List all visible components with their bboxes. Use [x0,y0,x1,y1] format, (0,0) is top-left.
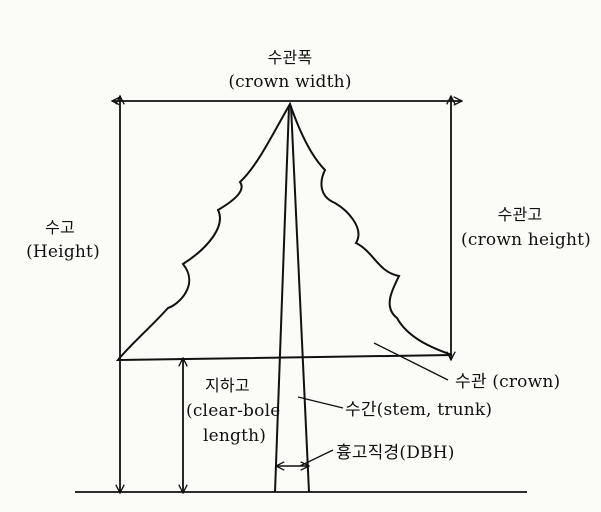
clear-bole-label-en-2: length) [203,426,267,446]
stem-label: 수간(stem, trunk) [345,400,493,420]
stem-leader-line [297,396,344,409]
crown-label: 수관 (crown) [455,372,561,392]
crown-width-label-en: (crown width) [228,72,352,92]
dbh-label: 흉고직경(DBH) [336,443,455,463]
clear-bole-label-ko: 지하고 [205,376,250,395]
trunk-right-edge [290,105,310,493]
clear-bole-label-en-1: (clear-bole [186,401,281,421]
crown-height-label-en: (crown height) [461,230,591,250]
crown-leader-line [373,342,449,381]
crown-width-label-ko: 수관폭 [267,48,313,67]
crown-height-label-ko: 수관고 [497,205,543,224]
height-label-en: (Height) [26,242,100,262]
dbh-leader-line [299,449,334,467]
crown-outline [115,101,453,362]
height-label-ko: 수고 [45,218,75,237]
trunk-left-edge [274,105,290,493]
